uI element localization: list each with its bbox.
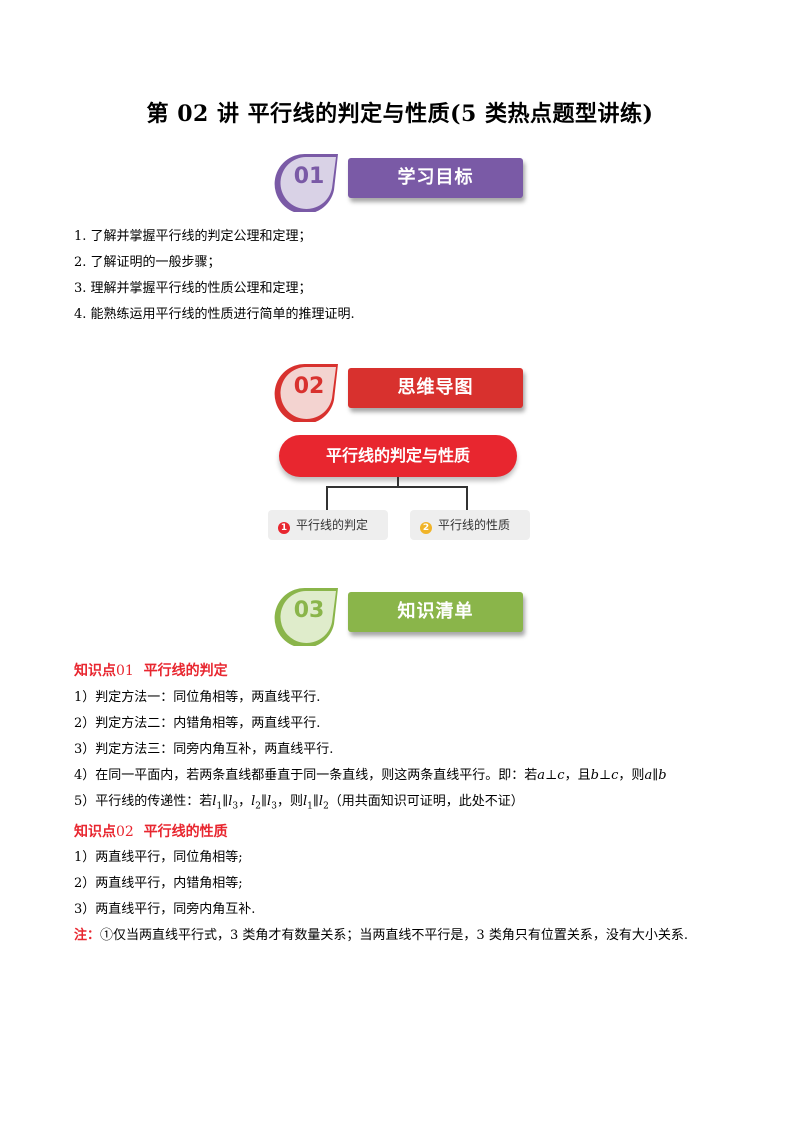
mindmap-node-judgment: 1 平行线的判定 <box>268 510 388 540</box>
section-label: 思维导图 <box>348 368 523 408</box>
mindmap-connector <box>397 477 399 487</box>
mindmap-root: 平行线的判定与性质 <box>279 435 517 477</box>
section-banner-goals: 01 学习目标 <box>272 150 532 212</box>
section-number: 03 <box>293 598 325 623</box>
knowledge-point-title: 知识点01 平行线的判定 <box>74 660 228 680</box>
goal-item: 2. 了解证明的一般步骤； <box>74 255 221 270</box>
mindmap-connector <box>326 486 328 510</box>
kp-line: 5）平行线的传递性：若l1∥l3，l2∥l3，则l1∥l2（用共面知识可证明，此… <box>74 794 524 812</box>
section-label: 知识清单 <box>348 592 523 632</box>
kp-name: 平行线的判定 <box>143 663 228 679</box>
kp-line: 1）判定方法一：同位角相等，两直线平行. <box>74 690 321 705</box>
section-number: 01 <box>293 164 325 189</box>
kp-line: 4）在同一平面内，若两条直线都垂直于同一条直线，则这两条直线平行。即：若a⊥c，… <box>74 768 667 783</box>
kp-number: 01 <box>116 663 134 679</box>
mindmap-connector <box>326 486 468 488</box>
kp-line: 1）两直线平行，同位角相等; <box>74 850 243 865</box>
kp-prefix: 知识点 <box>74 663 116 679</box>
kp-line: 2）判定方法二：内错角相等，两直线平行. <box>74 716 321 731</box>
section-banner-knowledge: 03 知识清单 <box>272 584 532 646</box>
page-title: 第 02 讲 平行线的判定与性质(5 类热点题型讲练) <box>146 101 654 127</box>
kp-line: 2）两直线平行，内错角相等; <box>74 876 243 891</box>
note-text: ①仅当两直线平行式，3 类角才有数量关系；当两直线不平行是，3 类角只有位置关系… <box>100 928 688 943</box>
goal-item: 4. 能熟练运用平行线的性质进行简单的推理证明. <box>74 307 355 322</box>
section-banner-mindmap: 02 思维导图 <box>272 360 532 422</box>
mindmap-connector <box>466 486 468 510</box>
section-label: 学习目标 <box>348 158 523 198</box>
section-number: 02 <box>293 374 325 399</box>
kp-line: 3）判定方法三：同旁内角互补，两直线平行. <box>74 742 334 757</box>
kp-prefix: 知识点 <box>74 824 116 840</box>
mindmap-node-label: 平行线的判定 <box>296 518 369 532</box>
marker-icon: 2 <box>420 522 432 534</box>
knowledge-point-title: 知识点02 平行线的性质 <box>74 821 228 841</box>
mindmap-node-property: 2 平行线的性质 <box>410 510 530 540</box>
kp-line: 3）两直线平行，同旁内角互补. <box>74 902 256 917</box>
goal-item: 3. 理解并掌握平行线的性质公理和定理； <box>74 281 312 296</box>
badge-shape-icon <box>274 587 338 646</box>
goal-item: 1. 了解并掌握平行线的判定公理和定理； <box>74 229 312 244</box>
badge-shape-icon <box>274 363 338 422</box>
mindmap-node-label: 平行线的性质 <box>438 518 511 532</box>
marker-icon: 1 <box>278 522 290 534</box>
note: 注：①仅当两直线平行式，3 类角才有数量关系；当两直线不平行是，3 类角只有位置… <box>74 928 688 944</box>
kp-number: 02 <box>116 824 134 840</box>
note-label: 注： <box>74 928 101 943</box>
badge-shape-icon <box>274 153 338 212</box>
kp-name: 平行线的性质 <box>143 824 228 840</box>
